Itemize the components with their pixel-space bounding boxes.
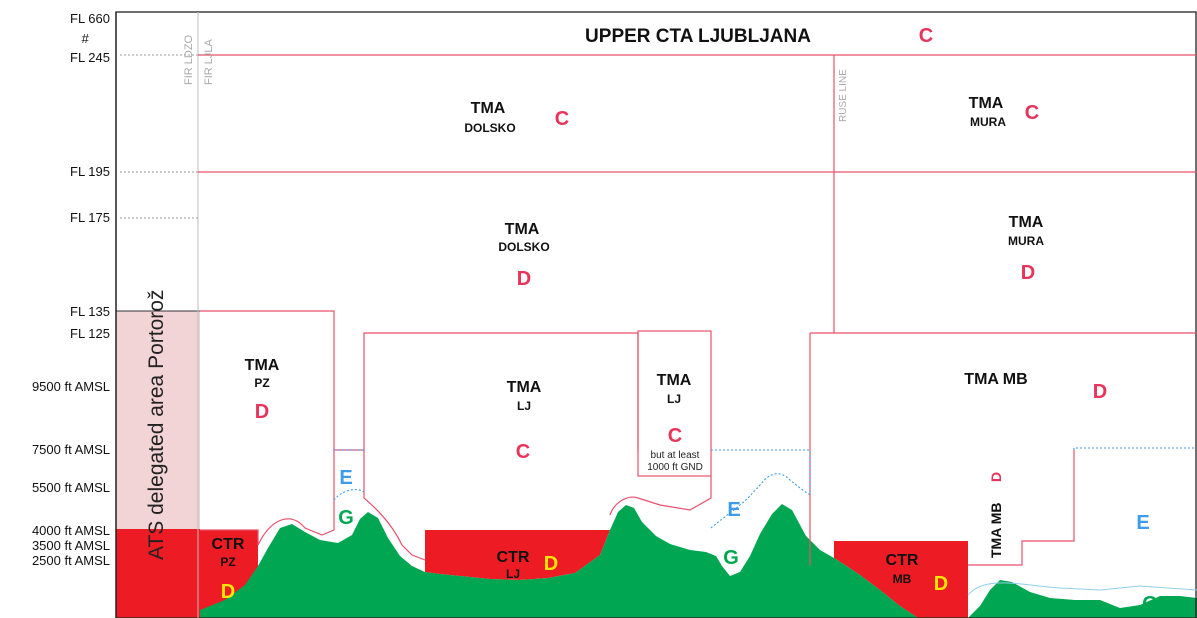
tma-lj-sub: LJ: [517, 399, 531, 413]
ats-delegated-area: [116, 311, 200, 529]
upper-cta-name: UPPER CTA LJUBLJANA: [585, 26, 811, 47]
ctr-lj-name: CTR: [497, 549, 530, 566]
label-fl135: FL 135: [70, 304, 110, 319]
label-9500ft: 9500 ft AMSL: [32, 379, 110, 394]
tma-lj-box-note1: but at least: [651, 450, 700, 461]
ctr-lj-area: [425, 530, 610, 580]
class-e-mb: E: [1136, 512, 1149, 534]
class-e-lj: E: [727, 499, 740, 521]
tma-dolsko-upper-name: TMA: [471, 100, 506, 117]
tma-mb-class: D: [1093, 381, 1107, 403]
tma-mura-lower-sub: MURA: [1008, 234, 1044, 248]
class-e-lower-boundary-east: [967, 582, 1197, 596]
class-g-lj: G: [723, 547, 739, 569]
label-5500ft: 5500 ft AMSL: [32, 480, 110, 495]
tma-dolsko-lower-sub: DOLSKO: [498, 240, 549, 254]
tma-pz-sub: PZ: [254, 376, 269, 390]
label-7500ft: 7500 ft AMSL: [32, 442, 110, 457]
tma-lj-class: C: [516, 441, 530, 463]
ctr-pz-class: D: [221, 581, 235, 603]
tma-boundaries: [198, 54, 1196, 566]
class-g-mb: G: [1142, 593, 1158, 615]
label-ruse-line: RUSE LINE: [838, 69, 849, 122]
ctr-pz-sub: PZ: [220, 555, 235, 569]
tma-dolsko-lower-class: D: [517, 268, 531, 290]
upper-cta-class: C: [919, 25, 933, 47]
tma-dolsko-upper-class: C: [555, 108, 569, 130]
label-hash: #: [81, 31, 89, 46]
label-3500ft: 3500 ft AMSL: [32, 538, 110, 553]
terrain-main: [200, 504, 918, 618]
label-fl175: FL 175: [70, 210, 110, 225]
tma-dolsko-lower-name: TMA: [505, 221, 540, 238]
label-fl660: FL 660: [70, 11, 110, 26]
class-e-boundaries: [333, 447, 1196, 529]
tma-mura-lower-name: TMA: [1009, 214, 1044, 231]
tma-lj-box-class: C: [668, 425, 682, 447]
terrain-east: [968, 580, 1197, 618]
label-fir-ljla: FIR LJLA: [203, 38, 215, 85]
ctr-mb-area: [834, 541, 968, 618]
tma-lj-name: TMA: [507, 379, 542, 396]
tma-pz-class: D: [255, 401, 269, 423]
tma-mura-upper-class: C: [1025, 102, 1039, 124]
class-g-pz: G: [338, 507, 354, 529]
label-fl125: FL 125: [70, 326, 110, 341]
tma-mb-vertical-name: TMA MB: [988, 503, 1004, 558]
ctr-pz-name: CTR: [212, 536, 245, 553]
label-fl245: FL 245: [70, 50, 110, 65]
label-4000ft: 4000 ft AMSL: [32, 523, 110, 538]
ctr-mb-class: D: [934, 573, 948, 595]
label-2500ft: 2500 ft AMSL: [32, 553, 110, 568]
class-e-pz: E: [339, 467, 352, 489]
level-leaders: [120, 54, 198, 219]
tma-dolsko-upper-sub: DOLSKO: [464, 121, 515, 135]
ctr-lj-sub: LJ: [506, 567, 520, 581]
tma-lj-box-name: TMA: [657, 372, 692, 389]
ats-area-ctr-block: [116, 529, 200, 618]
tma-mb-name: TMA MB: [964, 371, 1027, 388]
tma-mb-vertical-class: D: [988, 472, 1004, 482]
tma-pz-name: TMA: [245, 357, 280, 374]
tma-lj-box-sub: LJ: [667, 392, 681, 406]
label-fl195: FL 195: [70, 164, 110, 179]
ats-delegated-area-label: ATS delegated area Portorož: [145, 290, 168, 560]
tma-mura-lower-class: D: [1021, 262, 1035, 284]
ctr-mb-name: CTR: [886, 552, 919, 569]
ctr-mb-sub: MB: [893, 572, 912, 586]
tma-lj-box-note2: 1000 ft GND: [647, 462, 703, 473]
label-fir-ldzo: FIR LDZO: [183, 34, 195, 85]
ctr-lj-class: D: [544, 553, 558, 575]
tma-mura-upper-sub: MURA: [970, 115, 1006, 129]
tma-mura-upper-name: TMA: [969, 95, 1004, 112]
